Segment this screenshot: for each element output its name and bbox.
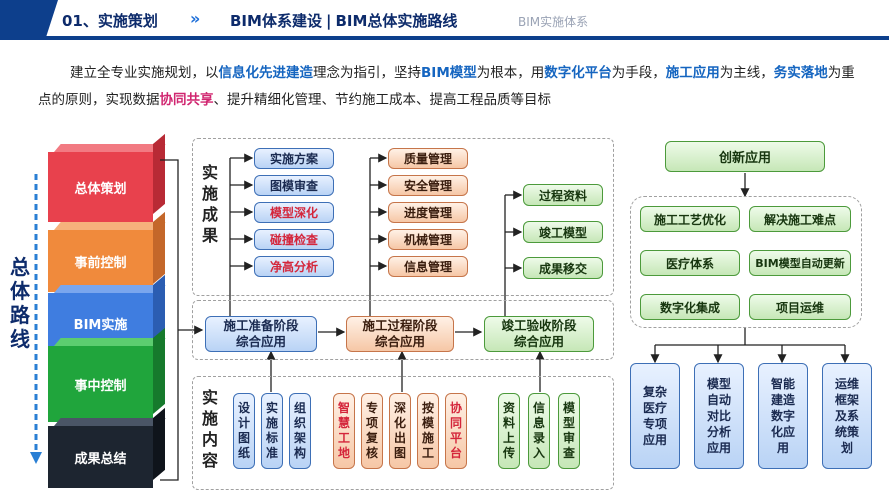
result-implementation-plan: 实施方案 xyxy=(254,148,334,169)
result-process-docs: 过程资料 xyxy=(523,184,603,206)
title-right: BIM总体实施路线 xyxy=(335,12,458,30)
cube-pre-control: 事前控制 xyxy=(48,211,166,292)
innov-process-optimize: 施工工艺优化 xyxy=(640,206,740,232)
content-model-construction: 按模施工 xyxy=(417,393,439,469)
innov-model-compare: 模型自动对比分析应用 xyxy=(694,363,744,469)
innov-model-auto-update: BIM模型自动更新 xyxy=(749,250,851,276)
results-area xyxy=(192,138,614,296)
chevron-right-icon: » xyxy=(190,9,201,28)
result-handover: 成果移交 xyxy=(523,257,603,279)
stage-preparation: 施工准备阶段 综合应用 xyxy=(205,316,317,352)
header-divider xyxy=(0,36,889,40)
content-detail-drawing: 深化出图 xyxy=(389,393,411,469)
result-model-deepening: 模型深化 xyxy=(254,202,334,223)
section-title: 01、实施策划 xyxy=(62,12,158,30)
content-doc-upload: 资料上传 xyxy=(498,393,520,469)
results-label: 实施成果 xyxy=(201,163,218,245)
innov-medical-special: 复杂医疗专项应用 xyxy=(630,363,680,469)
cube-result-summary: 成果总结 xyxy=(48,407,166,488)
cube-mid-control: 事中控制 xyxy=(48,327,166,422)
content-collab-platform: 协同平台 xyxy=(445,393,467,469)
innov-project-operation: 项目运维 xyxy=(749,294,851,320)
result-progress-mgmt: 进度管理 xyxy=(388,202,468,223)
stages-area xyxy=(192,300,614,360)
title-left: BIM体系建设 xyxy=(230,12,322,30)
page-title: BIM体系建设|BIM总体实施路线 xyxy=(230,12,458,30)
innov-solve-difficulties: 解决施工难点 xyxy=(749,206,851,232)
result-completion-model: 竣工模型 xyxy=(523,221,603,243)
content-model-review: 模型审查 xyxy=(558,393,580,469)
result-clearance-analysis: 净高分析 xyxy=(254,256,334,277)
header-accent xyxy=(0,0,58,36)
result-info-mgmt: 信息管理 xyxy=(388,256,468,277)
content-label: 实施内容 xyxy=(201,388,218,470)
page-subtitle: BIM实施体系 xyxy=(518,15,589,29)
content-area xyxy=(192,376,614,490)
result-clash-check: 碰撞检查 xyxy=(254,229,334,250)
result-machinery-mgmt: 机械管理 xyxy=(388,229,468,250)
content-smart-site: 智慧工地 xyxy=(333,393,355,469)
innovation-area xyxy=(630,196,862,328)
result-drawing-review: 图模审查 xyxy=(254,175,334,196)
result-safety-mgmt: 安全管理 xyxy=(388,175,468,196)
intro-paragraph: 建立全专业实施规划，以信息化先进建造理念为指引，坚持BIM模型为根本，用数字化平… xyxy=(38,65,855,108)
content-design-drawings: 设计图纸 xyxy=(233,393,255,469)
innov-medical-system: 医疗体系 xyxy=(640,250,740,276)
content-info-entry: 信息录入 xyxy=(528,393,550,469)
cube-overall-plan: 总体策划 xyxy=(48,133,166,222)
content-org-structure: 组织架构 xyxy=(289,393,311,469)
innovation-title: 创新应用 xyxy=(665,141,825,172)
innov-digital-integration: 数字化集成 xyxy=(640,294,740,320)
result-quality-mgmt: 质量管理 xyxy=(388,148,468,169)
route-arrow xyxy=(30,174,42,464)
content-impl-standard: 实施标准 xyxy=(261,393,283,469)
stage-acceptance: 竣工验收阶段 综合应用 xyxy=(484,316,594,352)
route-title: 总体路线 xyxy=(10,255,30,351)
innov-smart-construction: 智能建造数字化应用 xyxy=(758,363,808,469)
innov-ops-framework: 运维框架及系统策划 xyxy=(822,363,872,469)
content-special-review: 专项复核 xyxy=(361,393,383,469)
stage-construction: 施工过程阶段 综合应用 xyxy=(346,316,454,352)
